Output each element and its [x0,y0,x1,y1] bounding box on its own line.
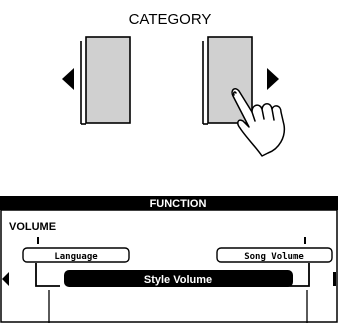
current-item-bar [64,270,293,287]
selection-bracket-left [35,263,60,287]
category-label: CATEGORY [129,11,212,28]
scroll-right-arrow-icon [333,272,336,286]
prev-item-tab [22,247,130,263]
left-level-marker [37,237,39,244]
prev-item-label: Language [54,252,98,262]
category-down-button[interactable] [85,36,131,124]
pressing-hand-icon [231,88,286,157]
display-body-frame [0,209,338,323]
selection-bracket-right [285,263,310,287]
category-up-button[interactable] [207,36,253,124]
next-item-tab [216,247,333,263]
function-header-bar [0,196,338,210]
scroll-left-arrow-icon [2,272,9,286]
lcd-display: FUNCTION VOLUME Language Song Volume Sty… [0,196,338,323]
function-header-title: FUNCTION [150,198,207,210]
right-arrow-icon [267,68,279,90]
category-button-panel: CATEGORY [62,11,286,157]
current-item-label: Style Volume [144,274,212,286]
right-level-marker [304,237,306,244]
left-arrow-icon [62,68,74,90]
next-item-label: Song Volume [244,252,304,262]
parameter-name: VOLUME [9,221,56,233]
